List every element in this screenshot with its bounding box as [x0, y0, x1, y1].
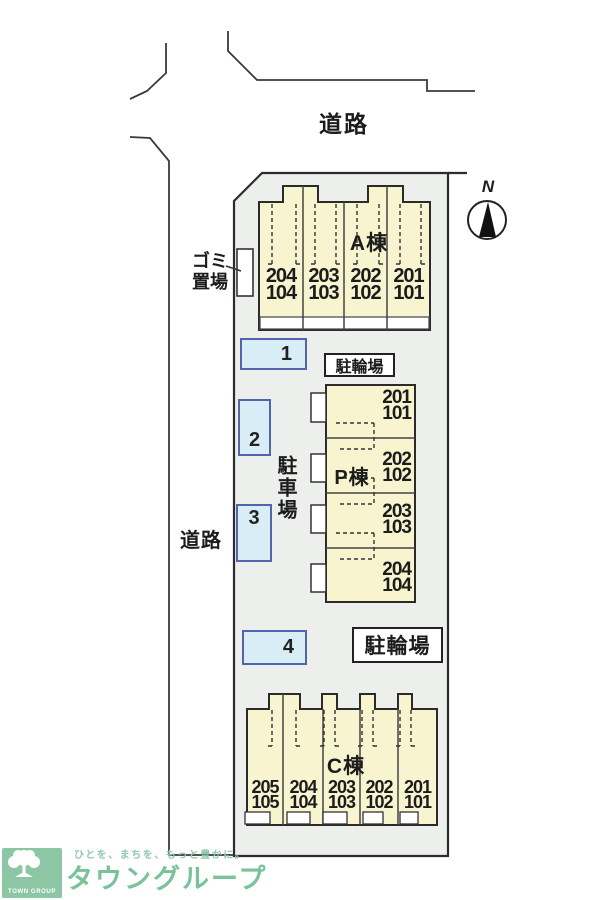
- unit-label-a2: 203 103: [303, 265, 344, 304]
- parking-space-3-number: 3: [248, 507, 260, 529]
- garbage-label-line1: ゴミ: [192, 251, 228, 271]
- parking-space-3: 3: [236, 504, 272, 562]
- unit-label-c5: 201 101: [398, 777, 437, 812]
- logo-tagline: ひとを、まちを、もっと豊かに。: [74, 850, 247, 861]
- unit-c4-upper: 202: [365, 777, 393, 797]
- road-line-upper-left: [129, 43, 167, 100]
- building-c-balcony-dashes: [266, 710, 417, 747]
- unit-label-p4: 204 104: [365, 559, 412, 596]
- building-c-porches: [244, 811, 419, 825]
- unit-p1-upper: 201: [382, 387, 412, 408]
- bicycle-parking-label-top: 駐輪場: [324, 353, 395, 377]
- unit-c2-upper: 204: [289, 777, 317, 797]
- town-group-logo: TOWN GROUP: [2, 848, 62, 898]
- road-line-top: [227, 31, 475, 92]
- unit-c4-lower: 102: [365, 792, 393, 812]
- building-p-porches: [310, 392, 327, 593]
- road-label-top: 道路: [319, 111, 369, 137]
- building-a-name: A棟: [349, 232, 389, 255]
- north-label: N: [481, 177, 495, 196]
- unit-label-p2: 202 102: [365, 449, 412, 486]
- unit-label-p1: 201 101: [365, 387, 412, 424]
- unit-label-c1: 205 105: [247, 777, 283, 812]
- unit-c3-lower: 103: [327, 792, 356, 812]
- unit-c2-lower: 104: [289, 792, 317, 812]
- compass-needle: [479, 202, 496, 237]
- garbage-leader-line: [225, 265, 242, 272]
- garbage-area-label: ゴミ 置場: [176, 251, 228, 293]
- road-line-left: [129, 136, 234, 856]
- unit-c1-upper: 205: [251, 777, 279, 797]
- road-label-left: 道路: [180, 530, 222, 552]
- garbage-area-box: [236, 248, 254, 297]
- parking-space-2-number: 2: [248, 429, 261, 451]
- unit-label-c3: 203 103: [323, 777, 360, 812]
- unit-c5-upper: 201: [403, 777, 432, 797]
- unit-label-a1: 204 104: [259, 265, 303, 304]
- building-p-stair-dashes: [336, 422, 375, 560]
- town-group-badge-text: TOWN GROUP: [8, 889, 56, 895]
- unit-a2-upper: 203: [308, 265, 339, 287]
- unit-p2-lower: 102: [382, 465, 412, 486]
- parking-space-4-number: 4: [282, 636, 294, 658]
- car-parking-label: 駐車場: [274, 455, 296, 521]
- parking-space-2: 2: [238, 399, 271, 456]
- unit-c3-upper: 203: [327, 777, 356, 797]
- unit-a2-lower: 103: [308, 282, 339, 304]
- logo-company-name: タウングループ: [66, 864, 268, 894]
- unit-label-c4: 202 102: [360, 777, 398, 812]
- building-a-balcony-dashes: [265, 204, 428, 265]
- unit-label-a4: 201 101: [387, 265, 430, 304]
- unit-c5-lower: 101: [403, 792, 432, 812]
- unit-c1-lower: 105: [251, 792, 279, 812]
- unit-p4-lower: 104: [382, 575, 412, 596]
- parking-space-1: 1: [240, 338, 307, 370]
- building-c-name: C棟: [326, 755, 366, 778]
- bicycle-parking-label-bottom: 駐輪場: [352, 627, 443, 663]
- unit-label-a3: 202 102: [344, 265, 387, 304]
- unit-p1-lower: 101: [382, 403, 412, 424]
- unit-p3-upper: 203: [382, 501, 412, 522]
- unit-label-c2: 204 104: [283, 777, 323, 812]
- building-a-unit-dividers: [302, 186, 388, 330]
- building-c-outline: [246, 693, 438, 826]
- unit-p2-upper: 202: [382, 449, 412, 470]
- unit-p4-upper: 204: [382, 559, 412, 580]
- parking-space-1-number: 1: [280, 342, 292, 365]
- unit-label-p3: 203 103: [365, 501, 412, 538]
- unit-a4-lower: 101: [393, 282, 424, 304]
- unit-a1-lower: 104: [265, 282, 297, 304]
- unit-a4-upper: 201: [393, 265, 424, 287]
- unit-a1-upper: 204: [265, 265, 297, 287]
- building-p-unit-dividers: [326, 437, 415, 549]
- unit-a3-lower: 102: [350, 282, 381, 304]
- unit-p3-lower: 103: [382, 517, 412, 538]
- building-c-unit-dividers: [282, 694, 399, 825]
- tree-icon: [8, 850, 40, 877]
- garbage-label-line2: 置場: [192, 272, 228, 292]
- unit-a3-upper: 202: [350, 265, 381, 287]
- building-p-name: P棟: [334, 467, 370, 489]
- parking-space-4: 4: [242, 630, 307, 665]
